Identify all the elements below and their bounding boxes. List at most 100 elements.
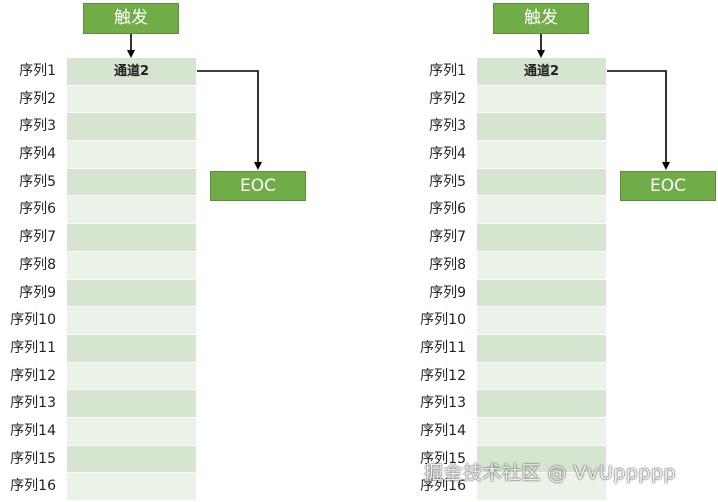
sequence-label: 序列2 [19,90,56,107]
sequence-label: 序列6 [19,201,56,218]
flow-arrows [127,34,262,170]
sequence-cell [477,279,606,308]
sequence-cell [67,251,196,280]
sequence-cell [67,307,196,335]
trigger-box: 触发 [83,3,179,34]
sequence-row: 序列13 [410,390,610,418]
sequence-row: 序列10 [0,307,200,335]
sequence-cell [477,473,606,501]
sequence-row: 序列12 [410,362,610,391]
sequence-cell [67,113,196,142]
sequence-cell [67,279,196,308]
eoc-arrow [197,70,262,170]
sequence-label: 序列1 [429,63,466,79]
sequence-label: 序列2 [429,90,466,107]
sequence-label: 序列7 [429,229,466,246]
sequence-label: 序列5 [19,173,56,190]
sequence-row: 序列9 [0,279,200,308]
sequence-label: 序列12 [10,367,56,384]
sequence-row: 序列11 [410,334,610,363]
sequence-cell [67,334,196,363]
sequence-cell [67,362,196,391]
sequence-row: 序列8 [0,251,200,280]
sequence-row: 序列4 [0,141,200,169]
sequence-label: 序列10 [420,312,466,329]
sequence-label: 序列4 [429,146,466,163]
sequence-row: 序列16 [0,473,200,501]
sequence-row: 序列14 [410,417,610,446]
sequence-row: 序列13 [0,390,200,418]
sequence-label: 序列3 [19,118,56,135]
sequence-cell [477,307,606,335]
sequence-row: 序列9 [410,279,610,308]
sequence-label: 序列11 [420,339,466,356]
sequence-label: 序列5 [429,173,466,190]
sequence-cell [477,113,606,142]
sequence-row: 序列15 [0,445,200,474]
channel-cell: 通道2 [67,58,196,86]
sequence-label: 序列6 [429,201,466,218]
sequence-table: 序列1 通道2 序列2 序列3 序列4 序列5 序列6 序列7 序列8 序列9 序列10 序列11 序列… [0,58,200,501]
trigger-box: 触发 [493,3,589,34]
eoc-box: EOC [210,171,306,201]
sequence-row: 序列3 [0,113,200,142]
sequence-row: 序列3 [410,113,610,142]
sequence-row: 序列14 [0,417,200,446]
eoc-arrow [607,70,670,170]
sequence-cell [67,473,196,501]
sequence-label: 序列8 [19,256,56,273]
sequence-row: 序列7 [410,224,610,252]
sequence-cell [67,196,196,225]
sequence-row: 序列6 [410,196,610,225]
sequence-label: 序列16 [10,478,56,495]
sequence-row: 序列4 [410,141,610,169]
sequence-label: 序列10 [10,312,56,329]
sequence-label: 序列15 [420,450,466,467]
sequence-row: 序列5 [0,168,200,197]
sequence-row: 序列2 [410,85,610,114]
sequence-cell [67,168,196,197]
sequence-row: 序列11 [0,334,200,363]
sequence-label: 序列13 [420,395,466,412]
sequence-cell [67,141,196,169]
flow-arrows [537,34,670,170]
sequence-row: 序列8 [410,251,610,280]
sequence-cell [477,445,606,474]
sequence-cell [477,168,606,197]
sequence-row: 序列2 [0,85,200,114]
sequence-label: 序列15 [10,450,56,467]
sequence-row: 序列7 [0,224,200,252]
sequence-label: 序列12 [420,367,466,384]
sequence-label: 序列4 [19,146,56,163]
sequence-row: 序列16 [410,473,610,501]
sequence-cell [477,85,606,114]
sequence-cell [477,417,606,446]
sequence-cell [477,251,606,280]
sequence-label: 序列1 [19,63,56,79]
sequence-cell [477,196,606,225]
sequence-cell [67,85,196,114]
sequence-label: 序列9 [429,284,466,301]
eoc-box: EOC [620,171,716,201]
sequence-row: 序列15 [410,445,610,474]
sequence-cell [477,224,606,252]
sequence-cell [67,445,196,474]
sequence-row: 序列5 [410,168,610,197]
sequence-row: 序列6 [0,196,200,225]
sequence-label: 序列8 [429,256,466,273]
sequence-label: 序列11 [10,339,56,356]
sequence-label: 序列16 [420,478,466,495]
sequence-cell [477,334,606,363]
sequence-cell [477,390,606,418]
sequence-label: 序列3 [429,118,466,135]
sequence-row: 序列10 [410,307,610,335]
sequence-cell [67,390,196,418]
sequence-label: 序列14 [420,422,466,439]
sequence-label: 序列14 [10,422,56,439]
sequence-cell [477,141,606,169]
sequence-row: 序列12 [0,362,200,391]
